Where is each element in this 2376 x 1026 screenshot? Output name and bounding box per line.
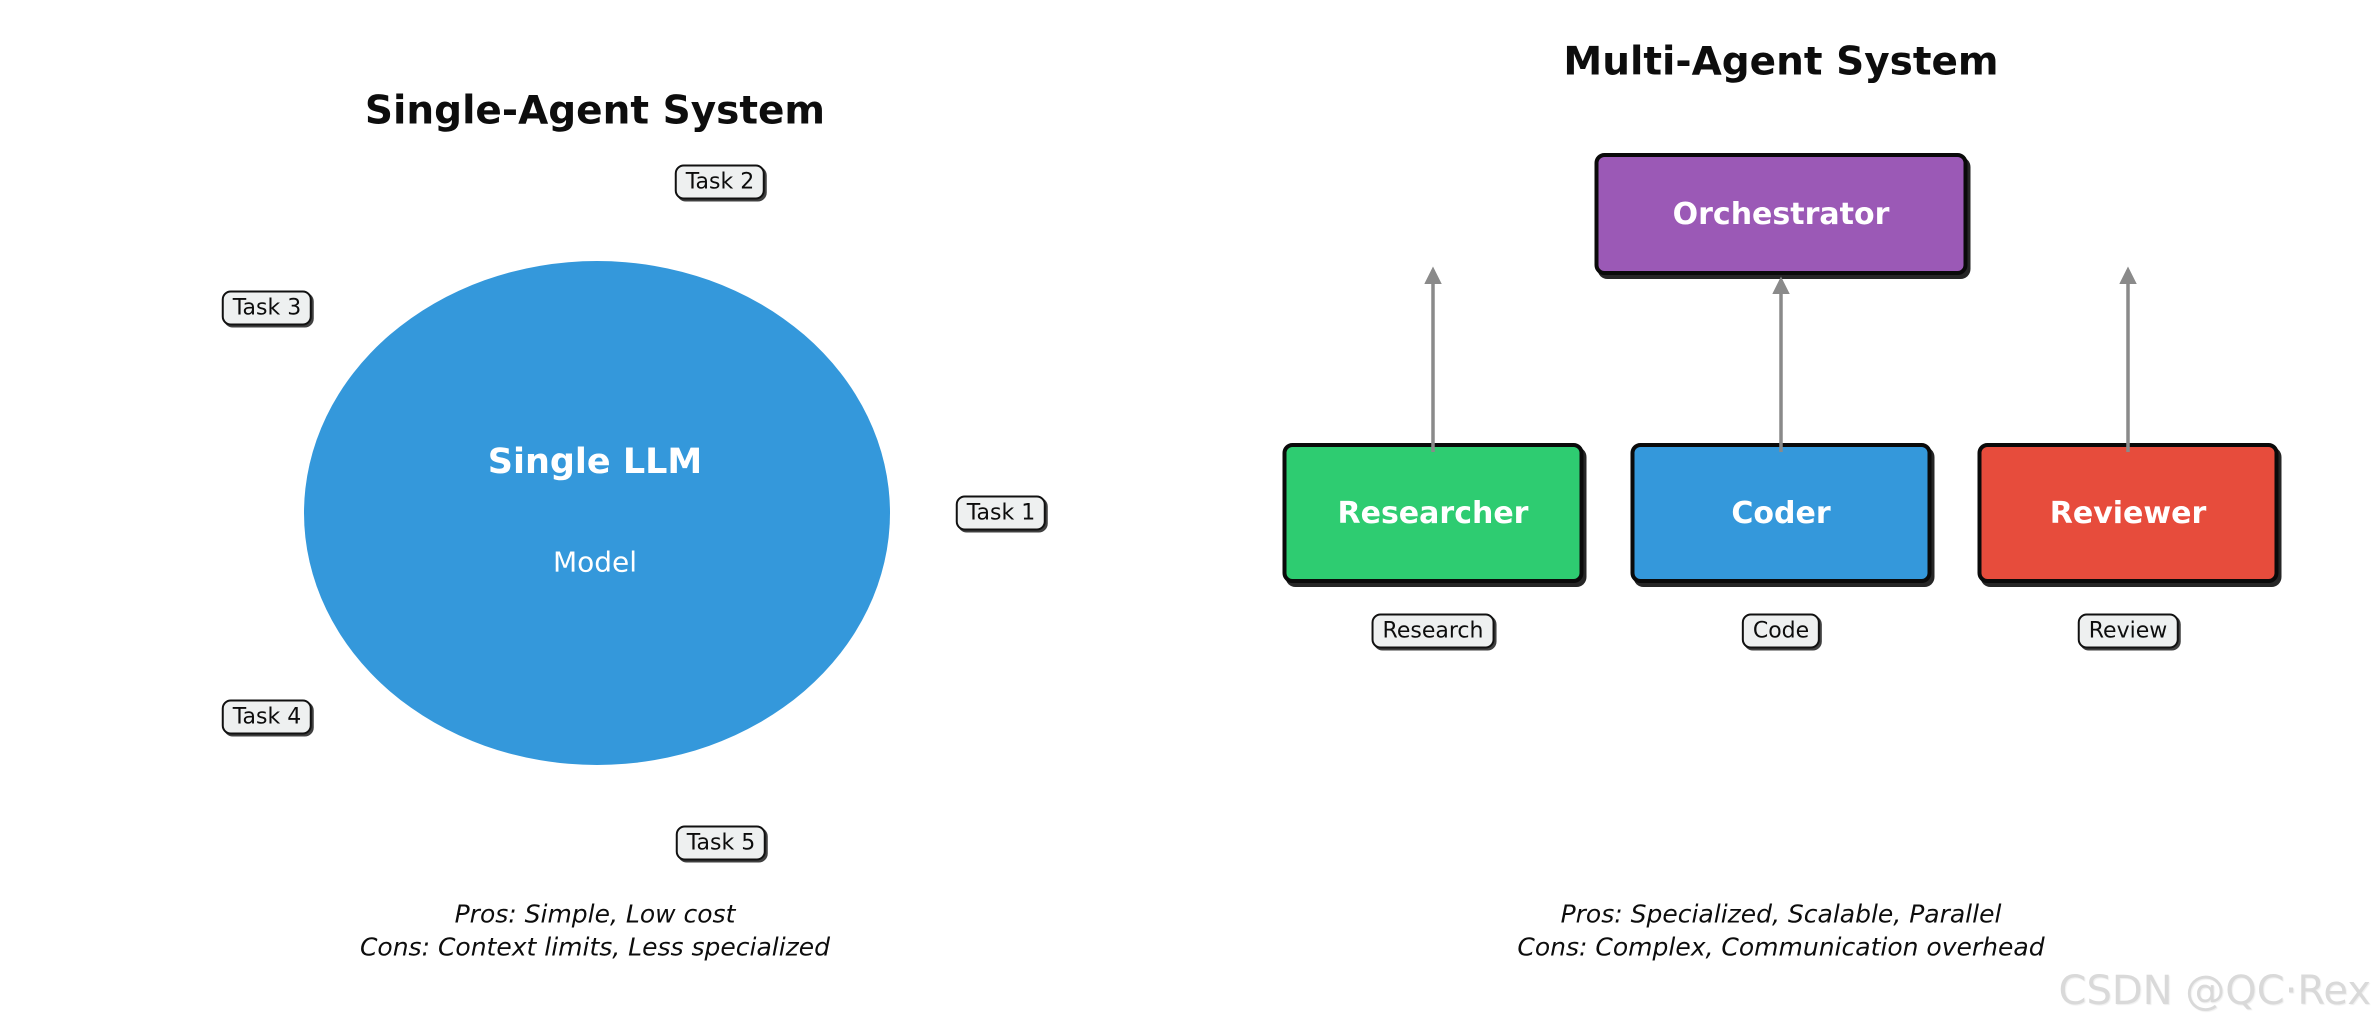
task-chip-4: Task 4 [221,699,313,735]
single-agent-title: Single-Agent System [364,88,826,134]
review-task-chip: Review [2077,613,2179,649]
code-task-chip: Code [1741,613,1821,649]
task-chip-5: Task 5 [675,825,767,861]
orchestrator-box: Orchestrator [1594,153,1968,275]
multi-agent-title: Multi-Agent System [1563,39,1999,85]
researcher-label: Researcher [1337,495,1529,531]
coder-box: Coder [1630,443,1932,583]
multi-agent-pros: Pros: Specialized, Scalable, Parallel [1560,899,2002,929]
reviewer-label: Reviewer [2049,495,2207,531]
multi-agent-pros-cons: Pros: Specialized, Scalable, Parallel Co… [1517,899,2044,964]
coder-label: Coder [1731,495,1831,531]
orchestrator-label: Orchestrator [1672,196,1890,232]
task-chip-1: Task 1 [955,495,1047,531]
single-llm-label: Single LLM [487,442,703,482]
single-agent-pros: Pros: Simple, Low cost [454,899,736,929]
single-llm-sublabel: Model [552,545,638,579]
task-chip-2: Task 2 [674,164,766,200]
researcher-box: Researcher [1282,443,1584,583]
single-llm-ellipse [304,261,890,765]
research-task-chip: Research [1371,613,1495,649]
multi-agent-cons: Cons: Complex, Communication overhead [1517,932,2045,961]
single-agent-cons: Cons: Context limits, Less specialized [359,932,831,961]
reviewer-box: Reviewer [1977,443,2279,583]
single-agent-pros-cons: Pros: Simple, Low cost Cons: Context lim… [360,899,830,964]
task-chip-3: Task 3 [221,290,313,326]
watermark: CSDN @QC·Rex [2058,968,2371,1014]
